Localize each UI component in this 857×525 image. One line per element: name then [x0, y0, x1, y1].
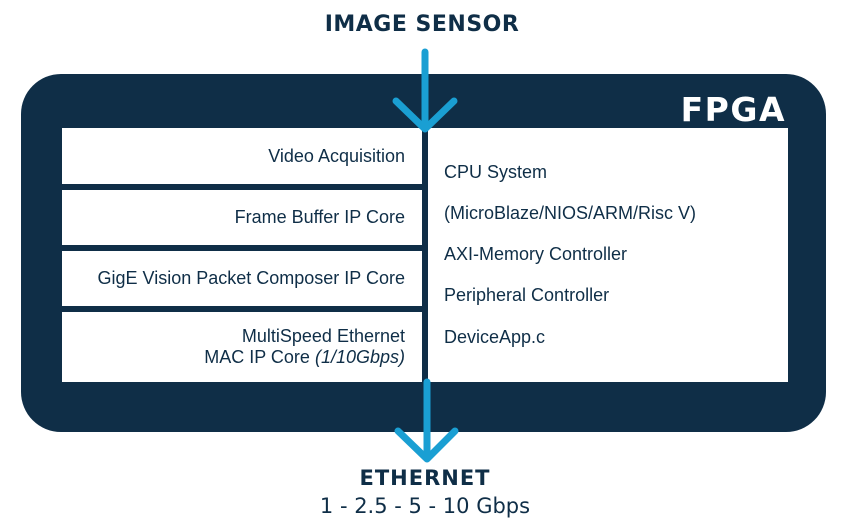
block-packet-composer: GigE Vision Packet Composer IP Core: [62, 251, 422, 306]
block-label: GigE Vision Packet Composer IP Core: [97, 268, 405, 288]
block-video-acquisition: Video Acquisition: [62, 128, 422, 184]
output-speeds: 1 - 2.5 - 5 - 10 Gbps: [319, 494, 531, 518]
cpu-options-item: (MicroBlaze/NIOS/ARM/Risc V): [444, 203, 697, 223]
block-label: Video Acquisition: [268, 145, 405, 166]
output-label-ethernet: ETHERNET: [359, 466, 491, 490]
block-frame-buffer: Frame Buffer IP Core: [62, 190, 422, 245]
block-label-main: MAC IP Core: [204, 347, 310, 367]
input-label-image-sensor: IMAGE SENSOR: [324, 12, 520, 37]
cpu-system-item: CPU System: [444, 162, 548, 182]
block-label-note: (1/10Gbps): [314, 347, 405, 367]
block-ethernet-mac: MultiSpeed Ethernet MAC IP Core (1/10Gbp…: [62, 312, 422, 382]
cpu-system-panel: CPU System (MicroBlaze/NIOS/ARM/Risc V) …: [428, 128, 788, 382]
device-app-item: DeviceApp.c: [444, 327, 546, 347]
peripheral-controller-item: Peripheral Controller: [444, 285, 610, 305]
block-label-line2: MAC IP Core (1/10Gbps): [204, 347, 405, 368]
fpga-title: FPGA: [680, 90, 786, 129]
memory-controller-item: AXI-Memory Controller: [444, 244, 628, 264]
block-label: Frame Buffer IP Core: [234, 207, 405, 227]
block-label-line1: MultiSpeed Ethernet: [241, 326, 405, 346]
